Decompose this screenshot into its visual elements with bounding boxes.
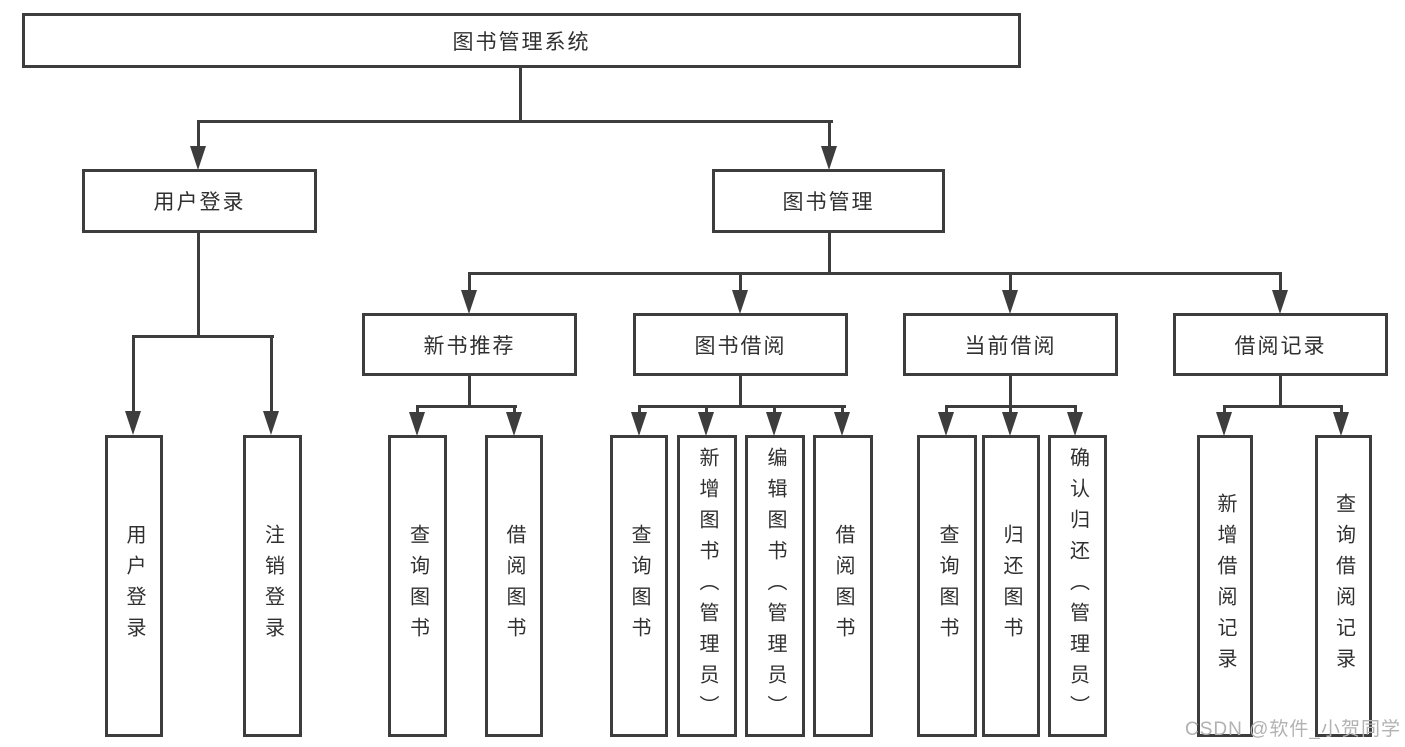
leaf-add-borrow-record-label: 新增借阅记录: [1214, 493, 1236, 679]
arrowhead: [1333, 412, 1349, 436]
arrowhead: [190, 146, 206, 170]
node-borrow-records: 借阅记录: [1173, 313, 1388, 376]
leaf-add-book-admin-label: 新增图书（管理员）: [696, 446, 718, 726]
arrowhead: [461, 290, 477, 314]
leaf-logout: 注销登录: [243, 435, 302, 737]
node-borrow-records-label: 借阅记录: [1234, 334, 1327, 358]
leaf-query-borrow-record-label: 查询借阅记录: [1332, 493, 1355, 679]
leaf-edit-book-admin: 编辑图书（管理员）: [745, 435, 805, 737]
node-new-book-recommend: 新书推荐: [362, 313, 577, 376]
arrowhead: [409, 412, 425, 436]
leaf-query-borrow-record: 查询借阅记录: [1315, 435, 1372, 737]
arrowhead: [631, 412, 647, 436]
leaf-borrow-book: 借阅图书: [813, 435, 873, 737]
node-book-management: 图书管理: [712, 169, 945, 233]
arrowhead: [1272, 290, 1288, 314]
node-root: 图书管理系统: [22, 13, 1021, 68]
node-user-login-label: 用户登录: [153, 191, 246, 214]
leaf-current-query-book: 查询图书: [917, 435, 977, 737]
leaf-user-login: 用户登录: [105, 435, 163, 737]
node-current-borrow: 当前借阅: [903, 313, 1118, 376]
arrowhead: [766, 412, 782, 436]
arrowhead: [1216, 412, 1232, 436]
leaf-borrow-book-label: 借阅图书: [832, 524, 854, 648]
arrowhead: [1067, 412, 1083, 436]
leaf-confirm-return-admin-label: 确认归还（管理员）: [1066, 446, 1089, 726]
arrowhead: [1002, 412, 1018, 436]
arrowhead: [821, 146, 837, 170]
csdn-watermark: CSDN @软件_小贺同学: [1185, 719, 1401, 740]
node-book-borrow-label: 图书借阅: [694, 334, 787, 358]
node-book-management-label: 图书管理: [782, 191, 875, 214]
arrowhead: [506, 412, 522, 436]
leaf-add-borrow-record: 新增借阅记录: [1197, 435, 1253, 737]
leaf-return-book: 归还图书: [982, 435, 1040, 737]
leaf-recommend-borrow-book-label: 借阅图书: [503, 524, 525, 648]
node-root-label: 图书管理系统: [452, 30, 591, 54]
leaf-recommend-query-book: 查询图书: [388, 435, 447, 737]
leaf-borrow-query-book: 查询图书: [610, 435, 668, 737]
leaf-recommend-query-book-label: 查询图书: [406, 524, 429, 648]
leaf-recommend-borrow-book: 借阅图书: [485, 435, 543, 737]
leaf-borrow-query-book-label: 查询图书: [628, 524, 650, 648]
node-current-borrow-label: 当前借阅: [964, 334, 1057, 358]
arrowhead: [263, 411, 279, 435]
arrowhead: [698, 412, 714, 436]
arrowhead: [1002, 290, 1018, 314]
node-book-borrow: 图书借阅: [633, 313, 848, 376]
node-user-login: 用户登录: [82, 169, 317, 233]
arrowhead: [732, 290, 748, 314]
leaf-return-book-label: 归还图书: [1000, 524, 1022, 648]
leaf-edit-book-admin-label: 编辑图书（管理员）: [764, 446, 786, 726]
arrowhead: [938, 412, 954, 436]
leaf-logout-label: 注销登录: [261, 524, 284, 648]
leaf-current-query-book-label: 查询图书: [936, 524, 958, 648]
leaf-user-login-label: 用户登录: [123, 524, 145, 648]
arrowhead: [125, 411, 141, 435]
arrowhead: [834, 412, 850, 436]
leaf-add-book-admin: 新增图书（管理员）: [677, 435, 737, 737]
leaf-confirm-return-admin: 确认归还（管理员）: [1048, 435, 1107, 737]
node-new-book-recommend-label: 新书推荐: [423, 334, 516, 358]
